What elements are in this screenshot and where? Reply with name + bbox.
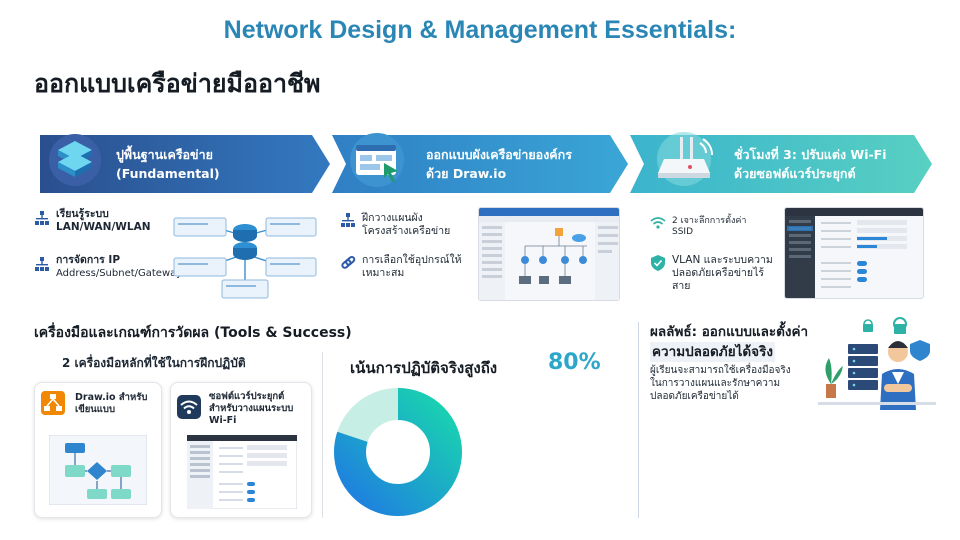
divider xyxy=(322,352,323,518)
drawio-icon xyxy=(41,391,65,415)
step-1-bullet-2: การจัดการ IP Address/Subnet/Gateway xyxy=(56,254,183,280)
bullet-detail: Address/Subnet/Gateway xyxy=(56,268,183,279)
chevron-shape xyxy=(40,135,330,193)
step-3-bullet-1: 2 เจาะลึกการตั้งค่า SSID xyxy=(672,216,747,237)
metric-value: 80% xyxy=(548,350,601,375)
page-title: Network Design & Management Essentials: xyxy=(223,16,737,44)
result-title-line1: ผลลัพธ์: ออกแบบและตั้งค่า xyxy=(650,324,809,340)
tool-card-drawio: Draw.io สำหรับเขียนแบบ xyxy=(34,382,162,518)
drawio-canvas xyxy=(479,208,619,300)
bullet-title: การจัดการ IP xyxy=(56,254,121,266)
server-stack-icon xyxy=(49,134,101,186)
tool-label: ซอฟต์แวร์ประยุกต์สำหรับวางแผนระบบ Wi-Fi xyxy=(209,391,294,426)
tools-subheading: 2 เครื่องมือหลักที่ใช้ในการฝึกปฏิบัติ xyxy=(62,356,246,370)
browser-cursor-icon xyxy=(350,133,404,187)
bullet-title: เรียนรู้ระบบ LAN/WAN/WLAN xyxy=(56,208,151,233)
step-2-label-line1: ออกแบบผังเครือข่ายองค์กร xyxy=(426,147,572,162)
step-3-chevron: ชั่วโมงที่ 3: ปรับแต่ง Wi-Fi ด้วยซอฟต์แว… xyxy=(630,132,932,193)
tools-heading: เครื่องมือและเกณฑ์การวัดผล (Tools & Succ… xyxy=(34,325,352,341)
network-tree-icon xyxy=(35,257,49,271)
result-title-line2: ความปลอดภัยได้จริง xyxy=(650,342,775,362)
network-tree-icon xyxy=(341,213,355,227)
step-3-label-line2: ด้วยซอฟต์แวร์ประยุกต์ xyxy=(734,166,856,181)
step-2-chevron: ออกแบบผังเครือข่ายองค์กร ด้วย Draw.io xyxy=(332,133,628,193)
network-topology-diagram xyxy=(173,217,317,299)
step-3-label-line1: ชั่วโมงที่ 3: ปรับแต่ง Wi-Fi xyxy=(734,147,887,162)
wifi-router-icon xyxy=(657,132,713,186)
tool-label: Draw.io สำหรับเขียนแบบ xyxy=(75,392,148,415)
donut-value-arc xyxy=(334,388,462,516)
step-3-bullet-2: VLAN และระบบความปลอดภัยเครือข่ายไร้สาย xyxy=(672,254,773,292)
tool-card-wifi-app: ซอฟต์แวร์ประยุกต์สำหรับวางแผนระบบ Wi-Fi xyxy=(170,382,312,518)
wifi-app-window xyxy=(785,208,923,298)
step-1-label-line2: (Fundamental) xyxy=(116,166,220,181)
flowchart-diagram xyxy=(49,435,147,505)
step-2-bullet-2: การเลือกใช้อุปกรณ์ให้เหมาะสม xyxy=(362,254,462,279)
link-icon xyxy=(341,255,356,269)
shield-check-icon xyxy=(651,255,665,271)
chevron-shape xyxy=(332,135,628,193)
wifi-app-screenshot xyxy=(784,207,924,299)
wifi-icon xyxy=(650,217,666,229)
result-body: ผู้เรียนจะสามารถใช้เครื่องมือจริงในการวา… xyxy=(650,365,791,402)
network-tree-icon xyxy=(35,211,49,225)
page-subtitle: ออกแบบเครือข่ายมืออาชีพ xyxy=(34,69,321,98)
metric-label: เน้นการปฏิบัติจริงสูงถึง xyxy=(350,359,498,377)
drawio-screenshot xyxy=(478,207,620,301)
step-1-bullet-1: เรียนรู้ระบบ LAN/WAN/WLAN xyxy=(56,208,151,234)
step-1-chevron: ปูพื้นฐานเครือข่าย (Fundamental) xyxy=(40,134,330,193)
result-title: ผลลัพธ์: ออกแบบและตั้งค่า ความปลอดภัยได้… xyxy=(650,322,808,362)
step-2-bullet-1: ฝึกวางแผนผังโครงสร้างเครือข่าย xyxy=(362,212,451,237)
wifi-app-icon xyxy=(177,395,201,419)
step-1-label-line1: ปูพื้นฐานเครือข่าย xyxy=(116,147,213,162)
security-illustration xyxy=(818,317,936,410)
step-2-label-line2: ด้วย Draw.io xyxy=(426,166,507,181)
practice-donut-chart xyxy=(334,388,462,516)
divider xyxy=(638,322,639,518)
wifi-app-preview xyxy=(187,435,297,509)
